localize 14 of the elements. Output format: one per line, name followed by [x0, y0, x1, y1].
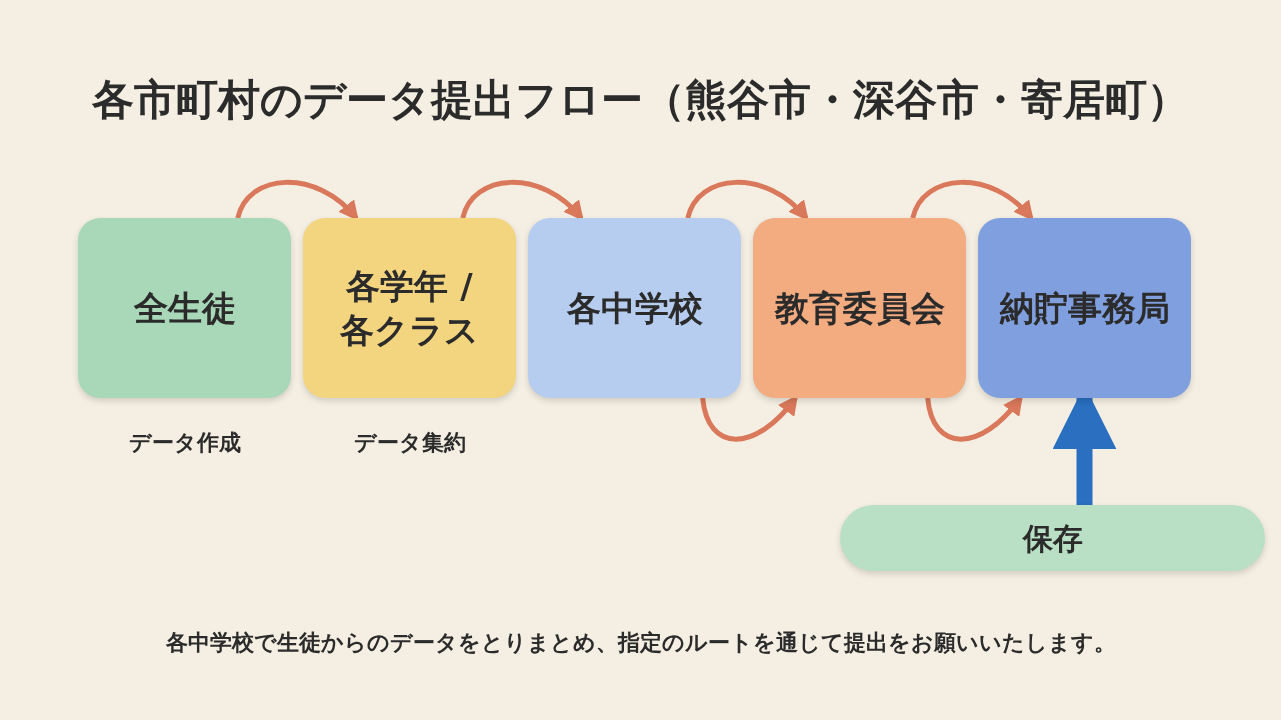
process-box: 納貯事務局 — [978, 218, 1191, 398]
process-box: 全生徒 — [78, 218, 291, 398]
step-caption: データ作成 — [127, 429, 242, 457]
process-box: 各学年 / 各クラス — [303, 218, 516, 398]
arrow — [910, 179, 1034, 221]
process-box: 各中学校 — [528, 218, 741, 398]
arrow — [235, 179, 359, 221]
arrow — [685, 179, 809, 221]
callout-bubble: 保存 — [840, 505, 1265, 571]
process-box: 教育委員会 — [753, 218, 966, 398]
arrow — [460, 179, 584, 221]
title: 各市町村のデータ提出フロー（熊谷市・深谷市・寄居町） — [91, 74, 1190, 126]
footer-note: 各中学校で生徒からのデータをとりまとめ、指定のルートを通じて提出をお願いいたします。 — [164, 629, 1117, 657]
step-caption: データ集約 — [352, 429, 467, 457]
